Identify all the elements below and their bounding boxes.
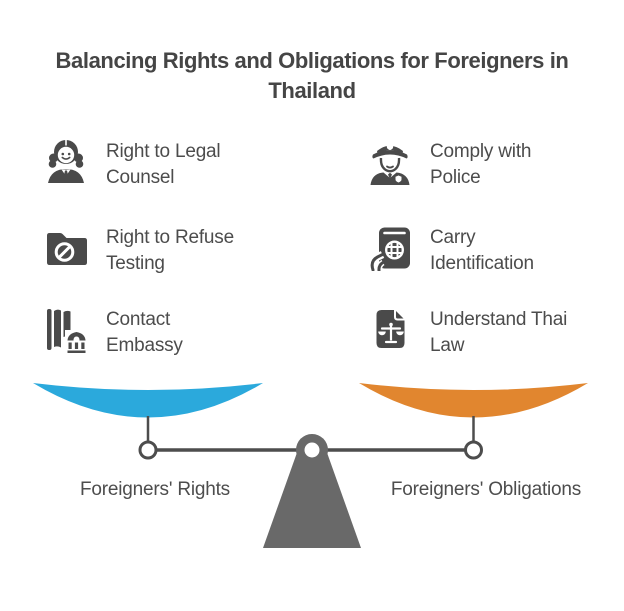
left-pan-label: Foreigners' Rights (80, 479, 230, 500)
list-item-understand-thai-law: Understand Thai Law (366, 305, 567, 359)
left-pan (33, 383, 263, 418)
right-beam-ring (464, 440, 483, 460)
page-title-line-2: Thailand (268, 78, 356, 103)
fulcrum (263, 434, 361, 548)
item-label: Comply with Police (430, 141, 532, 188)
left-beam-ring (138, 440, 158, 460)
embassy-flag-icon (42, 305, 90, 353)
balance-scale (33, 383, 588, 548)
item-label: Right to Refuse Testing (106, 227, 234, 274)
right-pan-label: Foreigners' Obligations (390, 479, 582, 500)
list-item-right-to-legal-counsel: Right to Legal Counsel (42, 137, 221, 191)
folder-ban-icon (42, 223, 90, 271)
right-pan (359, 383, 588, 418)
item-label: Understand Thai Law (430, 309, 568, 356)
item-label: Contact Embassy (106, 309, 183, 356)
police-officer-icon (366, 137, 414, 185)
item-label: Right to Legal Counsel (106, 141, 221, 188)
list-item-contact-embassy: Contact Embassy (42, 305, 183, 359)
list-item-right-to-refuse-testing: Right to Refuse Testing (42, 223, 234, 277)
list-item-comply-with-police: Comply with Police (366, 137, 531, 191)
item-label: Carry Identification (430, 227, 534, 274)
list-item-carry-identification: Carry Identification (366, 223, 534, 277)
female-lawyer-icon (42, 137, 90, 185)
law-document-icon (366, 305, 414, 353)
passport-hand-icon (366, 223, 414, 271)
fulcrum-pivot-hole (304, 442, 320, 458)
page-title: Balancing Rights and Obligations for For… (0, 46, 624, 106)
page-title-line-1: Balancing Rights and Obligations for For… (55, 48, 569, 73)
